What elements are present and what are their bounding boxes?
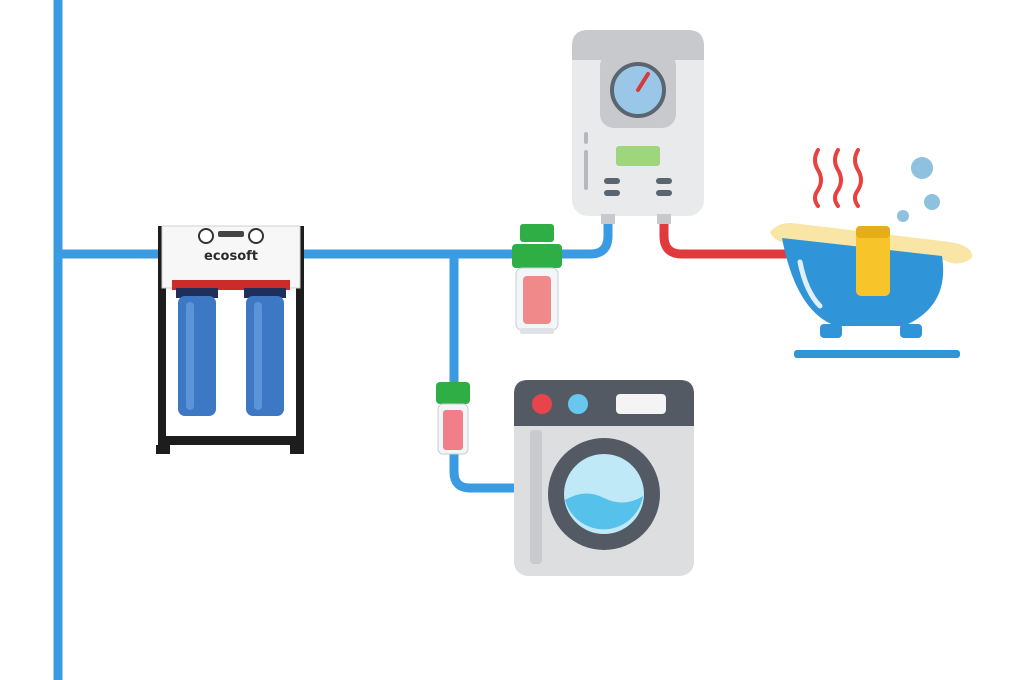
washer-polyphosphate-filter bbox=[436, 382, 470, 455]
bathtub-floor-line bbox=[794, 350, 960, 358]
washer-button-blue bbox=[568, 394, 588, 414]
heater-inlet-pipe bbox=[589, 222, 613, 259]
heater-gauge-needle bbox=[636, 72, 650, 92]
washing-machine-icon bbox=[514, 380, 694, 576]
filter-brand-label: ecosoft bbox=[204, 249, 258, 264]
hot-water-pipe bbox=[659, 222, 790, 259]
bathtub-foot-right bbox=[900, 324, 922, 338]
steam-wave-2 bbox=[833, 148, 843, 208]
pressure-gauge-right bbox=[248, 228, 264, 244]
filter-housing-left bbox=[178, 296, 216, 416]
filter-housing-right bbox=[246, 296, 284, 416]
filter-station: ecosoft bbox=[156, 225, 304, 454]
washer-inlet-pipe bbox=[449, 450, 520, 493]
steam-wave-3 bbox=[853, 148, 863, 208]
hot-bathtub-icon bbox=[770, 148, 973, 358]
water-heater-icon bbox=[572, 30, 704, 224]
bubble-large bbox=[911, 157, 933, 179]
pressure-gauge-left bbox=[198, 228, 214, 244]
bathtub-foot-left bbox=[820, 324, 842, 338]
bubble-small bbox=[897, 210, 909, 222]
cold-water-pipes bbox=[53, 0, 613, 680]
bathtub-towel bbox=[856, 226, 890, 296]
heater-display bbox=[616, 146, 660, 166]
bubble-medium bbox=[924, 194, 940, 210]
washer-button-red bbox=[532, 394, 552, 414]
heater-polyphosphate-filter bbox=[512, 224, 562, 334]
washer-display bbox=[616, 394, 666, 414]
steam-wave-1 bbox=[813, 148, 823, 208]
